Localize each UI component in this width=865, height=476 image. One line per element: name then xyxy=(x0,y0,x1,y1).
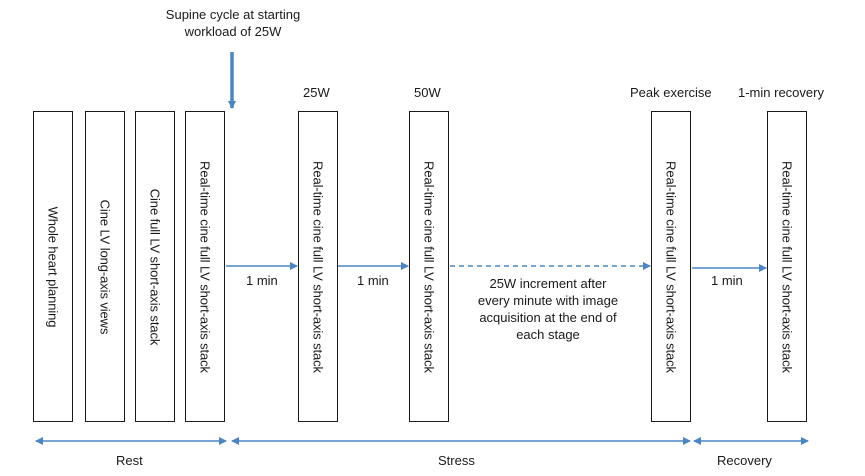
start-annotation-line1: Supine cycle at starting xyxy=(165,7,301,22)
step-box-cine-long-axis: Cine LV long-axis views xyxy=(85,111,125,422)
step-label: Whole heart planning xyxy=(45,206,61,327)
interval-label-2: 1 min xyxy=(357,273,389,288)
step-label: Real-time cine full LV short-axis stack xyxy=(197,160,213,373)
stage-label-recovery: 1-min recovery xyxy=(738,85,824,100)
start-annotation: Supine cycle at starting workload of 25W xyxy=(148,6,318,40)
interval-label-1: 1 min xyxy=(246,273,278,288)
step-box-realtime-recovery: Real-time cine full LV short-axis stack xyxy=(767,111,807,422)
step-box-realtime-25w: Real-time cine full LV short-axis stack xyxy=(298,111,338,422)
interval-label-3: 1 min xyxy=(711,273,743,288)
increment-note-line1: 25W increment after xyxy=(489,276,607,291)
step-box-realtime-50w: Real-time cine full LV short-axis stack xyxy=(409,111,449,422)
step-label: Cine LV long-axis views xyxy=(97,199,113,334)
step-label: Real-time cine full LV short-axis stack xyxy=(310,160,326,373)
increment-note-line2: every minute with image xyxy=(477,293,619,308)
increment-note-line3: acquisition at the end of xyxy=(479,310,617,325)
step-box-cine-short-axis: Cine full LV short-axis stack xyxy=(135,111,175,422)
phase-label-rest: Rest xyxy=(116,453,143,468)
phase-label-stress: Stress xyxy=(438,453,475,468)
step-box-realtime-peak: Real-time cine full LV short-axis stack xyxy=(651,111,691,422)
step-box-whole-heart: Whole heart planning xyxy=(33,111,73,422)
phase-label-recovery: Recovery xyxy=(717,453,772,468)
step-label: Real-time cine full LV short-axis stack xyxy=(421,160,437,373)
stage-label-peak: Peak exercise xyxy=(630,85,712,100)
step-label: Cine full LV short-axis stack xyxy=(147,188,163,345)
increment-note-line4: each stage xyxy=(516,327,580,342)
step-label: Real-time cine full LV short-axis stack xyxy=(663,160,679,373)
start-annotation-line2: workload of 25W xyxy=(184,24,282,39)
step-box-realtime-rest: Real-time cine full LV short-axis stack xyxy=(185,111,225,422)
step-label: Real-time cine full LV short-axis stack xyxy=(779,160,795,373)
stage-label-25w: 25W xyxy=(303,85,330,100)
increment-note: 25W increment after every minute with im… xyxy=(462,275,634,343)
stage-label-50w: 50W xyxy=(414,85,441,100)
